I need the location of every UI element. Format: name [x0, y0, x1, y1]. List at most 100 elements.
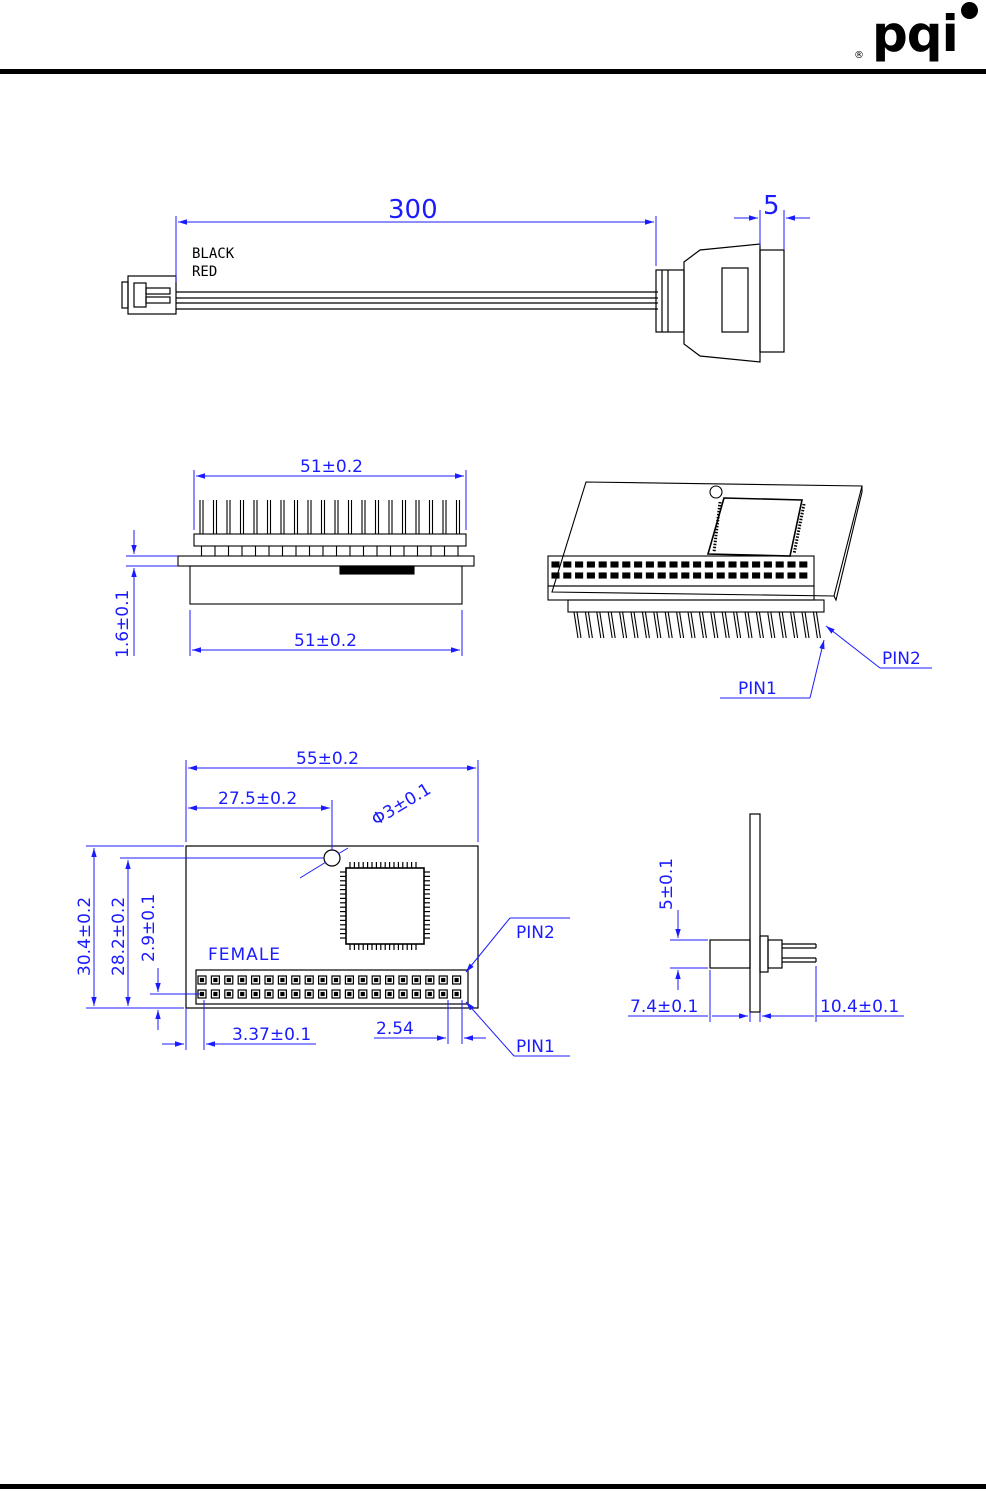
connector-face — [759, 249, 785, 353]
iso-socket — [645, 572, 654, 579]
iso-socket — [657, 561, 666, 568]
iso-pin — [801, 611, 807, 639]
side-pin-row — [199, 500, 461, 556]
iso-socket — [563, 572, 572, 579]
iso-pin — [610, 611, 616, 639]
plug-connector — [127, 275, 177, 315]
iso-pin — [812, 611, 818, 639]
top-height-label: 30.4±0.2 — [75, 897, 95, 976]
top-socket — [224, 975, 234, 985]
registered-mark: ® — [854, 50, 864, 61]
iso-pin — [736, 611, 742, 639]
iso-socket — [728, 572, 737, 579]
iso-pin2-label: PIN2 — [882, 649, 921, 669]
iso-socket — [740, 561, 749, 568]
iso-socket — [763, 561, 772, 568]
side-board-width-label: 51±0.2 — [294, 631, 357, 651]
iso-socket — [586, 561, 595, 568]
strain-relief — [655, 269, 685, 333]
top-socket — [304, 989, 314, 999]
iso-socket — [787, 561, 796, 568]
iso-socket — [551, 561, 560, 568]
top-socket-pin — [347, 977, 352, 983]
iso-pin — [790, 611, 796, 639]
top-socket-pin — [307, 991, 312, 997]
top-socket — [358, 989, 368, 999]
top-socket — [251, 975, 261, 985]
top-socket-pin — [387, 991, 392, 997]
iso-pin — [710, 611, 716, 639]
iso-pin — [793, 611, 799, 639]
top-socket-pin — [454, 977, 459, 983]
iso-pin — [758, 611, 764, 639]
top-socket-pin — [280, 977, 285, 983]
top-socket — [398, 975, 408, 985]
top-socket — [210, 989, 220, 999]
iso-socket — [681, 572, 690, 579]
top-pitch-label: 2.54 — [376, 1019, 414, 1039]
iso-pin — [584, 611, 590, 639]
iso-pin — [815, 611, 821, 639]
logo-dot — [961, 2, 978, 19]
top-socket-pin — [253, 977, 258, 983]
iso-socket — [787, 572, 796, 579]
iso-socket — [775, 561, 784, 568]
top-socket-pin — [414, 977, 419, 983]
iso-socket — [645, 561, 654, 568]
iso-pin — [747, 611, 753, 639]
iso-socket — [693, 572, 702, 579]
top-socket — [358, 975, 368, 985]
iso-socket — [598, 572, 607, 579]
top-socket — [304, 975, 314, 985]
pqi-logo: ® pqi — [854, 0, 984, 68]
iso-socket — [634, 561, 643, 568]
top-dimensions — [86, 760, 570, 1057]
iso-socket — [657, 572, 666, 579]
top-socket — [291, 975, 301, 985]
side-view — [177, 500, 475, 605]
top-socket-pin — [360, 977, 365, 983]
top-socket-grid — [197, 975, 462, 999]
top-socket-pin — [400, 977, 406, 983]
side-dimensions — [126, 470, 467, 656]
cable-view — [121, 243, 785, 363]
iso-pin — [698, 611, 704, 639]
iso-pin — [573, 611, 579, 639]
iso-pin — [733, 611, 739, 639]
iso-socket — [799, 572, 808, 579]
top-socket — [251, 989, 261, 999]
top-socket-pin — [293, 977, 298, 983]
iso-pin — [804, 611, 810, 639]
pin-header-body — [193, 533, 467, 547]
iso-pin — [721, 611, 727, 639]
top-row-offset-label: 2.9±0.1 — [139, 894, 159, 962]
edge-dimensions — [628, 910, 904, 1022]
iso-pin — [676, 611, 682, 639]
top-socket — [411, 989, 421, 999]
top-socket-pin — [387, 977, 392, 983]
top-socket — [371, 989, 381, 999]
iso-socket — [575, 572, 584, 579]
iso-pin — [667, 611, 673, 639]
edge-right-label: 10.4±0.1 — [820, 997, 899, 1017]
top-socket — [385, 989, 395, 999]
top-socket-pin — [427, 977, 432, 983]
iso-view — [547, 481, 863, 639]
top-socket-pin — [293, 991, 298, 997]
iso-socket — [716, 561, 725, 568]
connector-body-side — [189, 565, 463, 605]
iso-socket — [634, 572, 643, 579]
edge-left-label: 7.4±0.1 — [630, 997, 698, 1017]
top-socket — [264, 975, 274, 985]
iso-pin — [633, 611, 639, 639]
top-socket — [331, 989, 341, 999]
top-socket — [452, 989, 462, 999]
iso-socket — [598, 561, 607, 568]
top-pin2-label: PIN2 — [516, 923, 555, 943]
iso-pin-row — [573, 611, 821, 639]
edge-connector — [709, 939, 751, 969]
iso-socket — [740, 572, 749, 579]
top-socket-pin — [307, 977, 312, 983]
iso-pin — [644, 611, 650, 639]
top-socket-pin — [199, 991, 205, 997]
